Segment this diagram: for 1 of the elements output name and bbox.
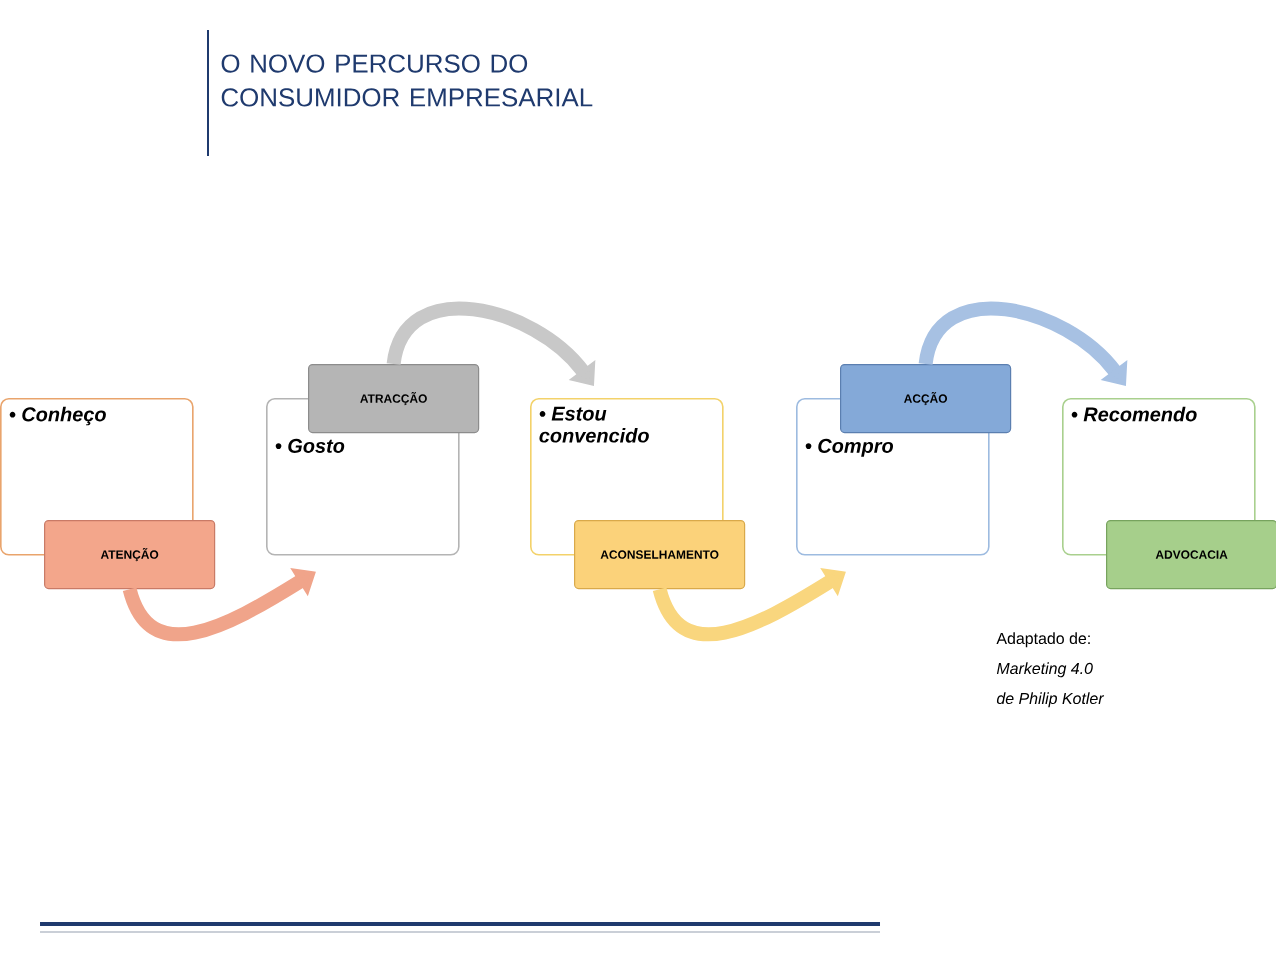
title: O NOVO PERCURSO DO CONSUMIDOR EMPRESARIAL: [221, 54, 593, 107]
